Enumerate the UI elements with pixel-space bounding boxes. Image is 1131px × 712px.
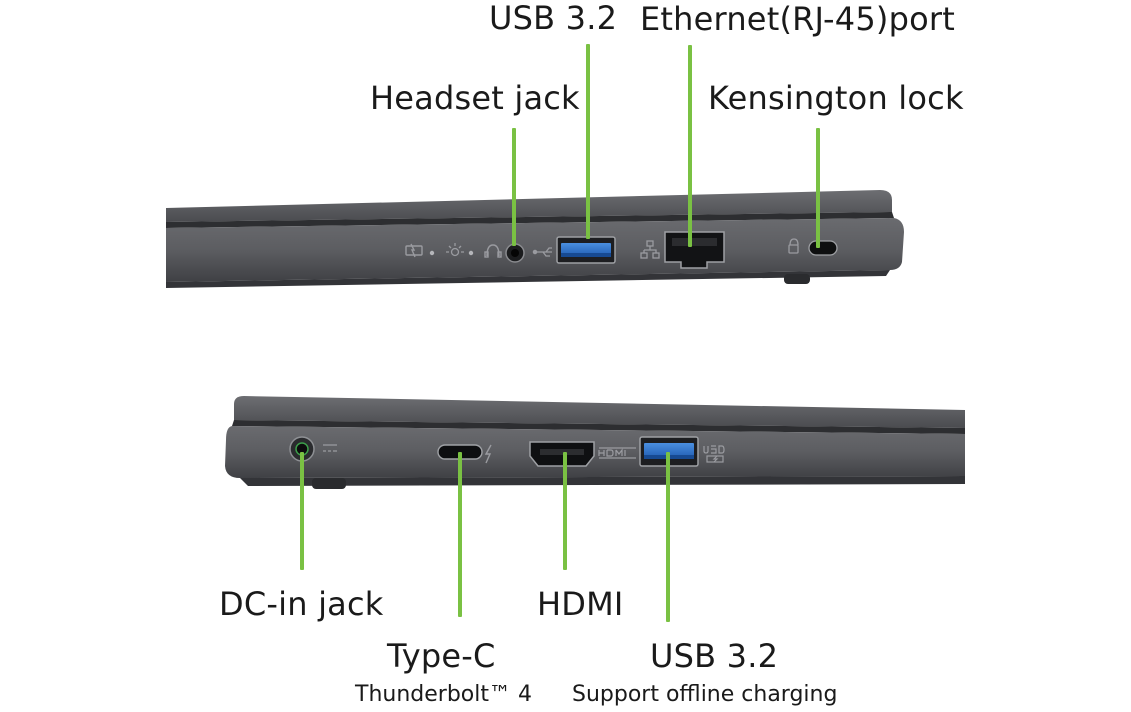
kensington-lock-slot [808, 240, 838, 256]
leader-usb-bottom [666, 452, 670, 622]
usb-a-port [556, 236, 616, 264]
label-type-c-sub: Thunderbolt™ 4 [355, 682, 532, 707]
headset-icon [484, 244, 502, 258]
label-usb-top: USB 3.2 [489, 0, 618, 37]
hdmi-logo-icon [598, 447, 636, 459]
leader-usb-top [586, 44, 590, 239]
label-ethernet: Ethernet(RJ-45)port [640, 0, 956, 38]
label-usb-bottom-sub: Support offline charging [572, 682, 838, 707]
ethernet-port [664, 231, 725, 269]
thunderbolt-icon [484, 444, 492, 464]
label-type-c: Type-C [387, 637, 496, 675]
leader-kensington [816, 128, 820, 248]
dc-power-icon [323, 444, 337, 452]
leader-hdmi [563, 452, 567, 570]
battery-led [429, 250, 435, 256]
usb-charging-icon [703, 445, 725, 463]
leader-headset [512, 128, 516, 246]
laptop-right-side [166, 190, 904, 288]
laptop-left-side [225, 396, 965, 489]
label-headset: Headset jack [370, 79, 580, 117]
lock-icon [788, 238, 799, 254]
label-usb-bottom: USB 3.2 [650, 637, 779, 675]
label-kensington: Kensington lock [708, 79, 964, 117]
network-icon [640, 240, 660, 259]
hdmi-port [529, 441, 595, 467]
battery-status-icon [405, 243, 423, 258]
power-status-icon [446, 243, 464, 257]
label-hdmi: HDMI [537, 585, 624, 623]
power-led [468, 250, 474, 256]
usb-symbol-icon [532, 247, 552, 257]
leader-dc-in [300, 452, 304, 570]
leader-type-c [458, 452, 462, 617]
label-dc-in: DC-in jack [219, 585, 384, 623]
leader-ethernet [688, 45, 692, 247]
